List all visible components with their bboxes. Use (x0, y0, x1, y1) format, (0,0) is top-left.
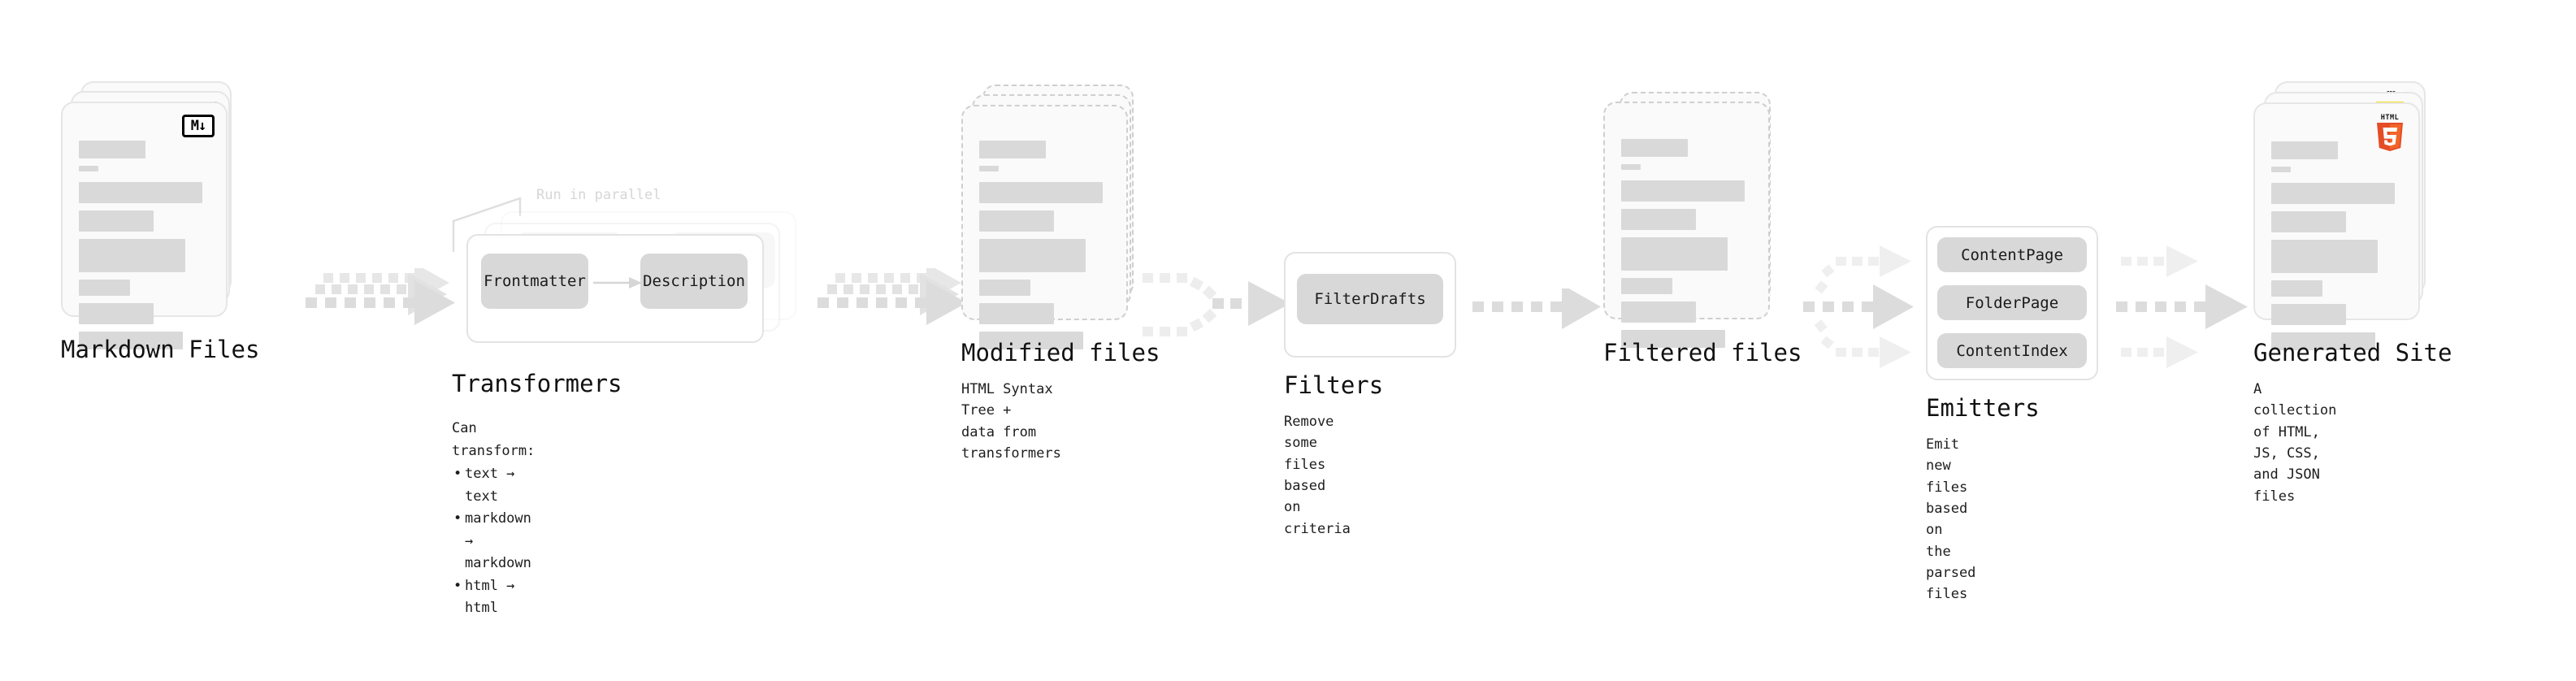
conn-emitters-site (2113, 234, 2259, 384)
stage-title-emitters: Emitters (1926, 394, 2040, 422)
conn-filters-filtered (1471, 284, 1601, 340)
bullet-item: text → text (452, 463, 535, 508)
conn-markdown-transformers (301, 263, 455, 369)
stage-subtitle-modified-files: HTML Syntax Tree + data from transformer… (961, 381, 1061, 462)
stage-title-modified-files: Modified files (961, 339, 1160, 367)
chip-contentindex[interactable]: ContentIndex (1937, 333, 2087, 368)
conn-filtered-emitters (1800, 234, 1946, 384)
document-skeleton (979, 141, 1112, 357)
inner-arrow-frontmatter-to-description (593, 277, 642, 288)
chip-contentpage[interactable]: ContentPage (1937, 237, 2087, 272)
bullet-item: markdown → markdown (452, 508, 535, 575)
conn-modified-filters (1138, 268, 1292, 369)
transformers-bullets: Can transform: text → text markdown → ma… (452, 418, 535, 620)
stage-subtitle-generated-site: A collection of HTML, JS, CSS, and JSON … (2253, 381, 2337, 505)
run-in-parallel-label: Run in parallel (536, 187, 661, 203)
stage-title-filtered-files: Filtered files (1603, 339, 1802, 367)
bullet-item: html → html (452, 575, 535, 620)
stage-subtitle-emitters: Emit new files based on the parsed files (1926, 436, 1976, 603)
stage-title-markdown-files: Markdown Files (61, 336, 260, 363)
bullets-heading: Can transform: (452, 420, 536, 459)
conn-transformers-modified (813, 263, 967, 369)
document-skeleton (79, 141, 211, 357)
stage-subtitle-filters: Remove some files based on criteria (1284, 414, 1351, 537)
chip-frontmatter[interactable]: Frontmatter (481, 254, 588, 309)
document-skeleton (1621, 139, 1754, 355)
html5-badge-icon: HTML (2373, 112, 2407, 151)
markdown-badge-icon: M↓ (182, 115, 215, 137)
svg-text:HTML: HTML (2381, 114, 2399, 122)
chip-filterdrafts[interactable]: FilterDrafts (1297, 274, 1443, 324)
stage-title-transformers: Transformers (452, 370, 622, 397)
markdown-card-front: M↓ (61, 102, 228, 349)
chip-description[interactable]: Description (640, 254, 748, 309)
site-card-front: HTML (2253, 102, 2420, 350)
document-skeleton (2271, 141, 2404, 358)
stage-title-generated-site: Generated Site (2253, 339, 2452, 367)
chip-folderpage[interactable]: FolderPage (1937, 285, 2087, 320)
modified-card-front (961, 105, 1128, 349)
stage-title-filters: Filters (1284, 371, 1384, 399)
filtered-card-front (1603, 102, 1770, 348)
run-in-parallel-bracket (452, 197, 522, 252)
